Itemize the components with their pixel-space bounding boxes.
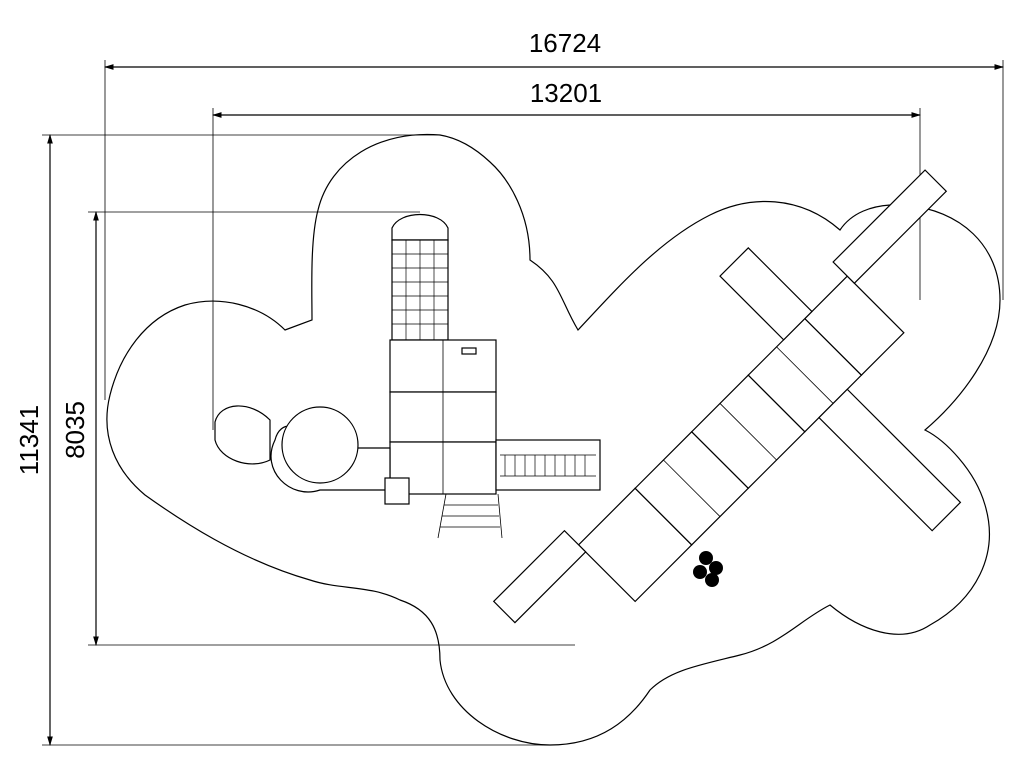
dimension-overall-width: 16724 [529,28,601,58]
dimension-inner-height: 8035 [60,401,90,459]
playground-structure [214,214,601,539]
tire-cluster [693,551,723,587]
dimension-inner-width: 13201 [530,78,602,108]
playground-structure-right [492,169,962,624]
safety-zone-outline [106,133,1001,746]
dimension-overall-height: 11341 [14,405,44,475]
